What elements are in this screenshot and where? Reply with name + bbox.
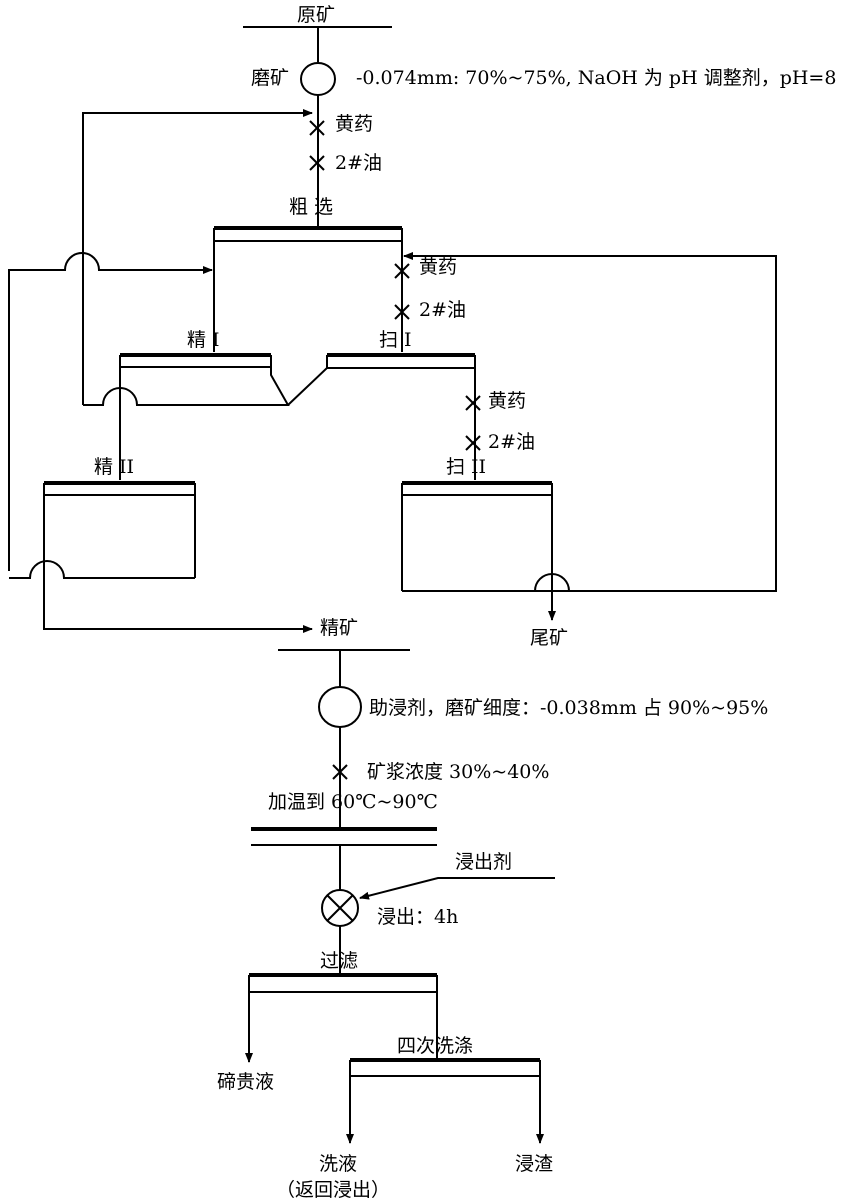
rougher-label: 粗 选 [289, 196, 333, 218]
four-washes-label: 四次洗涤 [397, 1035, 473, 1057]
pulp-density-label: 矿浆浓度 30%~40% [367, 761, 549, 783]
leaching-agent-line [360, 878, 555, 898]
grinding-mill [301, 63, 335, 95]
tailings-label: 尾矿 [530, 627, 568, 649]
leach-aid-label: 助浸剂，磨矿细度：-0.038mm 占 90%~95% [369, 697, 768, 719]
grind-condition-label: -0.074mm: 70%~75%, NaOH 为 pH 调整剂，pH=8 [356, 67, 836, 89]
concentrate-line [44, 563, 312, 629]
grinding-label: 磨矿 [251, 67, 289, 89]
xanthate-label: 黄药 [488, 390, 526, 412]
leach-residue-label: 浸渣 [515, 1153, 553, 1175]
raw-ore-label: 原矿 [297, 4, 335, 26]
scavenger2-cell [402, 483, 569, 591]
cleaner2-cell [9, 483, 195, 578]
cleaner2-label: 精 II [94, 456, 134, 478]
frother-oil-label: 2#油 [335, 152, 382, 174]
cleaner2-tail-return-line [9, 253, 212, 571]
tellurium-liquor-label: 碲贵液 [217, 1071, 274, 1093]
return-leach-label: （返回浸出） [276, 1179, 390, 1201]
xanthate-label: 黄药 [419, 256, 457, 278]
leaching-agent-label: 浸出剂 [455, 851, 512, 873]
reagent-cross [466, 396, 480, 450]
xanthate-label: 黄药 [335, 113, 373, 135]
leaching-label: 浸出：4h [377, 906, 458, 928]
concentrate-label: 精矿 [320, 617, 358, 639]
scavenger1-label: 扫 I [379, 329, 412, 351]
frother-oil-label: 2#油 [488, 431, 535, 453]
regrind-mill [319, 687, 361, 727]
washing-cell [350, 1060, 540, 1076]
cleaner1-label: 精 I [187, 329, 220, 351]
return-to-mill-line [83, 113, 312, 405]
filtration-label: 过滤 [320, 950, 358, 972]
scavenger2-label: 扫 II [446, 456, 486, 478]
wash-liquor-label: 洗液 [319, 1153, 357, 1175]
heating-label: 加温到 60℃~90℃ [268, 791, 438, 813]
frother-oil-label: 2#油 [419, 299, 466, 321]
rougher-cell [214, 228, 402, 352]
